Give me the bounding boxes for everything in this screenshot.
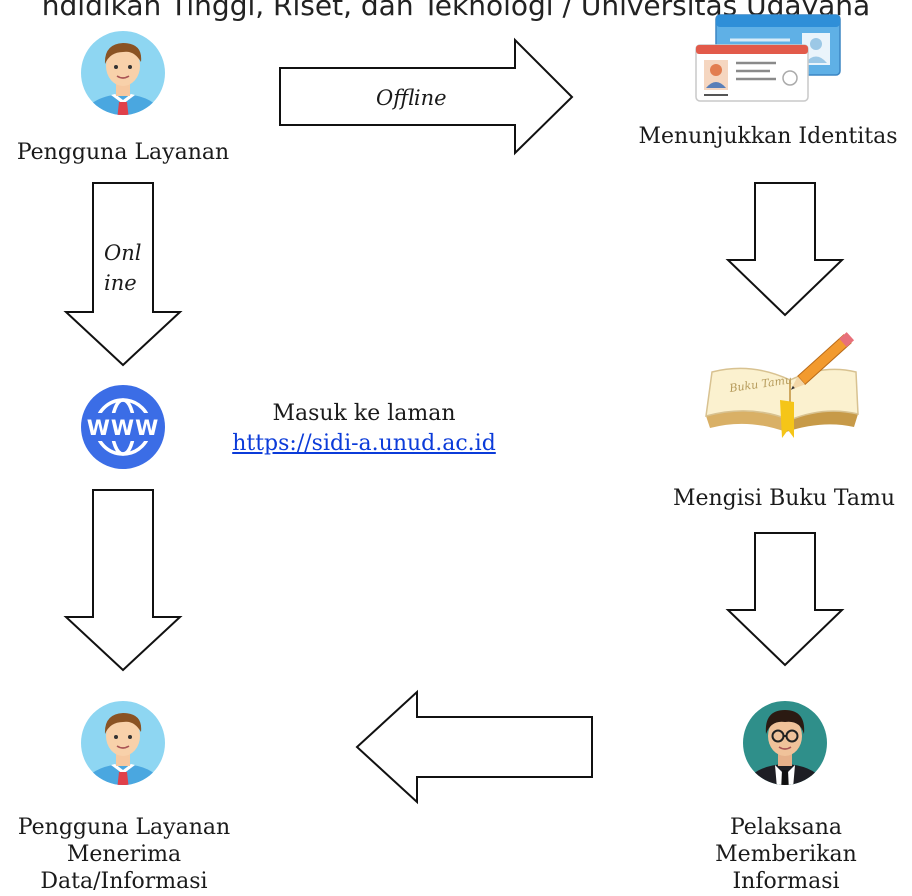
offline-arrow [279,37,574,156]
user-avatar-icon [81,31,165,115]
guestbook-icon: Buku Tamu [705,332,859,438]
officer-avatar-icon [743,701,827,785]
svg-text:WWW: WWW [87,416,160,440]
receive-line2: Menerima [66,842,182,867]
website-block: Masuk ke laman https://sidi-a.unud.ac.id [205,399,523,459]
id-card-icon [695,14,841,102]
identity-label: Menunjukkan Identitas [638,124,898,149]
header-text: ndidikan Tinggi, Riset, dan Teknologi / … [41,0,871,22]
down-arrow-right-2 [725,532,845,667]
left-arrow [355,689,593,805]
down-arrow-right-1 [725,182,845,317]
user-label: Pengguna Layanan [16,140,230,165]
website-intro: Masuk ke laman [272,401,456,426]
officer-line1: Pelaksana [729,815,842,840]
officer-line2: Memberikan [715,842,857,867]
online-label-line1: Onl [104,241,142,265]
online-arrow [63,182,183,367]
receive-line1: Pengguna Layanan [17,815,231,840]
online-label: Onl ine [104,238,141,298]
user-avatar-icon [81,701,165,785]
receive-line3: Data/Informasi [40,869,208,894]
guestbook-label: Mengisi Buku Tamu [672,486,896,511]
officer-label: Pelaksana Memberikan Informasi [700,814,872,895]
www-globe-icon: WWW [81,385,165,469]
officer-line3: Informasi [732,869,840,894]
website-link[interactable]: https://sidi-a.unud.ac.id [232,431,496,456]
online-label-line2: ine [104,271,137,295]
down-arrow-left [63,489,183,672]
receive-label: Pengguna Layanan Menerima Data/Informasi [0,814,248,895]
offline-label: Offline [376,86,447,110]
